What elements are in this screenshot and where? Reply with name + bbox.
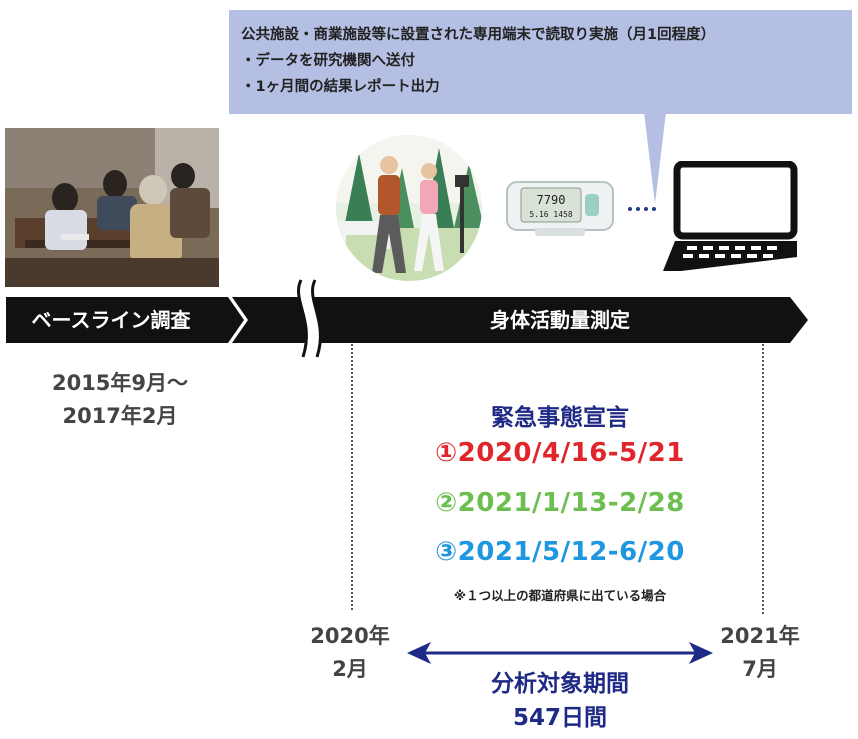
emergency-title: 緊急事態宣言 [491, 405, 629, 431]
emergency-item-3: ③2021/5/12-6/20 [435, 537, 685, 567]
activity-measurement-label: 身体活動量測定 [490, 308, 630, 332]
survey-photo [5, 128, 219, 287]
timeline-bar [6, 276, 808, 360]
laptop-icon [663, 161, 798, 271]
baseline-period: 2015年9月～ 2017年2月 [20, 367, 220, 433]
analysis-start-year: 2020年 [310, 624, 390, 648]
analysis-period-label: 分析対象期間 547日間 [410, 667, 710, 735]
analysis-end-year: 2021年 [720, 624, 800, 648]
callout-box: 公共施設・商業施設等に設置された専用端末で読取り実施（月1回程度） ・データを研… [229, 10, 852, 114]
pedometer-steps: 7790 [537, 193, 566, 207]
callout-line-1: 公共施設・商業施設等に設置された専用端末で読取り実施（月1回程度） [241, 27, 716, 43]
analysis-start-date: 2020年 2月 [290, 620, 410, 686]
analysis-label-line-1: 分析対象期間 [491, 671, 629, 697]
emergency-item-1: ①2020/4/16-5/21 [435, 438, 685, 468]
connector-dots [628, 207, 656, 211]
end-marker-line [762, 344, 764, 614]
baseline-period-line-1: 2015年9月～ [51, 371, 189, 395]
callout-line-3: ・1ヶ月間の結果レポート出力 [241, 79, 440, 95]
baseline-period-line-2: 2017年2月 [62, 404, 178, 428]
pedometer-device: 7790 5.16 1458 [506, 181, 614, 236]
analysis-label-line-2: 547日間 [512, 705, 607, 731]
callout-tail [644, 112, 666, 204]
analysis-end-month: 7月 [742, 657, 778, 681]
pedometer-sub: 5.16 1458 [529, 210, 573, 219]
start-marker-line [351, 344, 353, 610]
callout-line-2: ・データを研究機関へ送付 [241, 53, 415, 69]
analysis-start-month: 2月 [332, 657, 368, 681]
double-arrow-icon [407, 642, 713, 664]
analysis-end-date: 2021年 7月 [700, 620, 820, 686]
emergency-note: ※１つ以上の都道府県に出ている場合 [453, 588, 667, 603]
walking-people-illustration [336, 135, 482, 281]
emergency-item-2: ②2021/1/13-2/28 [435, 488, 685, 518]
baseline-survey-label: ベースライン調査 [31, 308, 191, 332]
